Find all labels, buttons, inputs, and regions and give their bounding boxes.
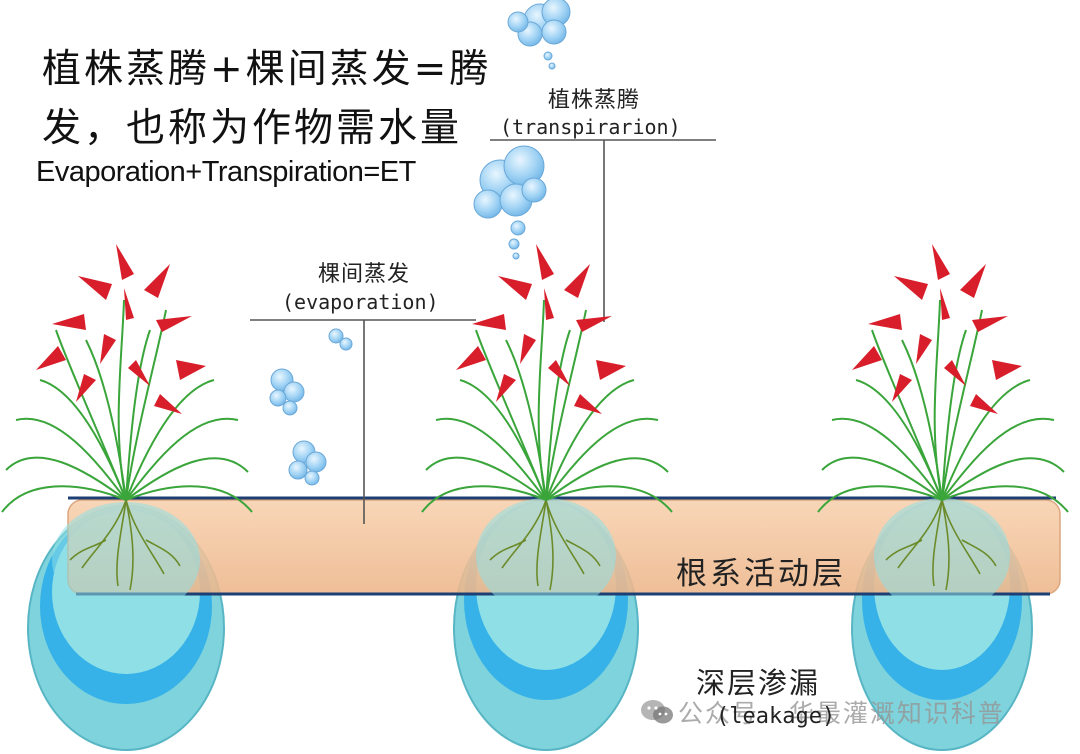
transpiration-label-cn: 植株蒸腾 (548, 88, 641, 113)
root-layer-label: 根系活动层 (676, 556, 846, 592)
formula-english: Evaporation+Transpiration=ET (36, 156, 416, 188)
wechat-icon (641, 700, 673, 724)
cloud-icon (269, 368, 305, 416)
deep-leakage-label-en: (leakage) (716, 704, 836, 729)
evaporation-label-cn: 棵间蒸发 (318, 262, 411, 287)
deep-leakage-label-cn: 深层渗漏 (696, 666, 821, 700)
cloud-icon (328, 328, 353, 351)
watermark-text: 公众号 · 华最灌溉知识科普 (678, 699, 1005, 728)
leader-lines (250, 139, 716, 524)
cloud-icon (507, 0, 571, 70)
heading-line-2: 发，也称为作物需水量 (42, 106, 463, 151)
evaporation-label-en: (evaporation) (282, 290, 439, 314)
bulb-overlay (52, 498, 1010, 618)
transpiration-label-en: (transpirarion) (500, 115, 681, 139)
plant-left (1, 244, 253, 591)
cloud-icon (288, 440, 327, 486)
cloud-icon (473, 145, 547, 260)
heading-line-1: 植株蒸腾+棵间蒸发=腾 (42, 47, 492, 92)
